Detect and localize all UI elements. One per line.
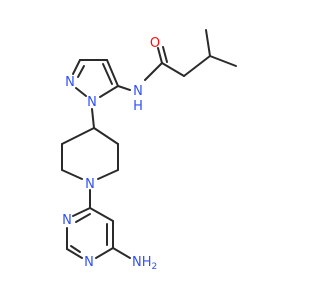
bond-ch-cme2 — [205, 29, 211, 57]
bond-carbonyl-o-a — [157, 47, 163, 64]
bond-c5-c4-inner — [102, 63, 113, 85]
atom-n-pyrazole-2: N — [65, 75, 75, 90]
bond-pip-c4-c3a — [93, 127, 119, 145]
bond-c5-c4 — [106, 59, 119, 87]
bond-ch-ch2 — [183, 55, 211, 77]
bond-n1-c5 — [99, 85, 119, 98]
bond-pip-n-c2b — [61, 169, 83, 180]
bond-pyr-n1-c2 — [66, 248, 83, 259]
atom-n-pyrimidine-3: N — [62, 213, 72, 228]
atom-nh2: NH2 — [132, 255, 157, 272]
bond-pyr-c4-c5 — [89, 207, 114, 222]
bond-cme1-ch — [209, 55, 237, 67]
bond-pyr-n3-c4-inner — [75, 213, 91, 223]
molecule-structure-diagram: O N H N N N N N NH2 — [61, 29, 237, 272]
atom-n-amide: N — [133, 84, 143, 99]
bonds — [61, 29, 237, 259]
bond-n1-pipc4 — [91, 108, 95, 129]
atom-n-pyrimidine-1: N — [84, 255, 94, 270]
bond-n-c5 — [117, 85, 131, 91]
bond-carbonyl-o-b — [162, 46, 168, 63]
atom-o-carbonyl: O — [150, 36, 160, 51]
bond-pyrc6-nh2 — [112, 247, 131, 259]
bond-pyr-c6-n1 — [95, 247, 114, 259]
atom-n-piperidine: N — [85, 177, 95, 192]
bond-c3-n2-inner — [77, 65, 85, 78]
bond-pyr-n1-c2-inner — [70, 245, 81, 253]
atom-h-amide: H — [133, 99, 143, 114]
bond-pyr-n3-c4 — [72, 207, 91, 217]
bond-pip-c3b-c4 — [61, 127, 95, 145]
bond-n2-n1 — [75, 87, 87, 97]
atom-nh2-main: NH — [132, 255, 152, 270]
bond-pip-c2a-n — [97, 169, 119, 180]
bond-carbonyl-n — [144, 62, 163, 81]
atom-n-pyrazole-1: N — [87, 95, 97, 110]
atom-labels: O N H N N N N N NH2 — [62, 36, 160, 272]
bond-c3-n2 — [72, 59, 81, 75]
bond-ch2-carbonyl — [161, 62, 185, 77]
atom-nh2-subscript: 2 — [152, 262, 158, 272]
